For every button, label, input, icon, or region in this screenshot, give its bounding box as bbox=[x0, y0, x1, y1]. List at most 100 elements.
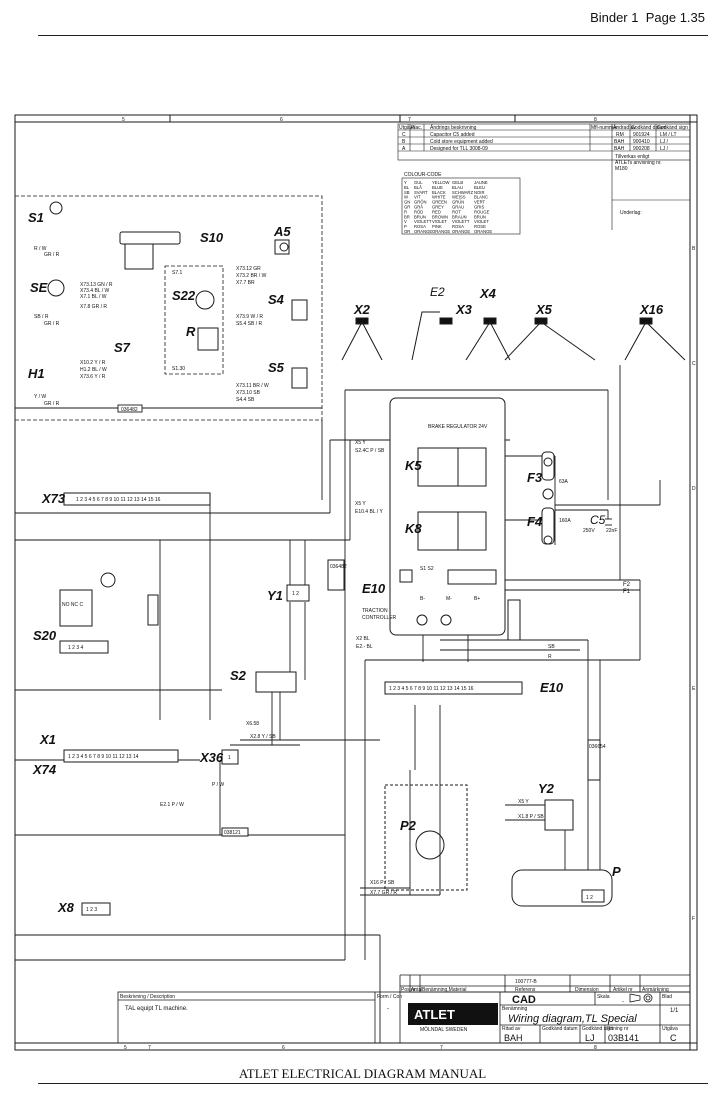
wire-label: X6.58 bbox=[246, 721, 259, 727]
wire-label: X5 Y bbox=[355, 440, 366, 446]
wire-label: E2.- BL bbox=[356, 644, 373, 650]
wire-label: X16 P / SB bbox=[370, 880, 395, 886]
tb-logo: ATLET bbox=[414, 1007, 455, 1022]
colour-code-cell: ORANGE bbox=[474, 229, 492, 234]
e10-term: B- bbox=[420, 596, 425, 602]
label-se: SE bbox=[30, 280, 48, 295]
tb-ritning: 03B141 bbox=[608, 1033, 639, 1043]
e10-connector-strip bbox=[384, 681, 523, 695]
traction-text: TRACTION bbox=[362, 608, 388, 614]
k5-coil bbox=[457, 447, 487, 487]
label-e10-strip: E10 bbox=[540, 680, 564, 695]
page-number: Page 1.35 bbox=[645, 10, 705, 25]
colour-code-cell: GN bbox=[404, 200, 410, 205]
label-k5: K5 bbox=[405, 458, 422, 473]
x74-pins: 1 2 3 4 5 6 7 8 9 10 11 12 13 14 bbox=[68, 754, 139, 760]
brake-regulator-text: BRAKE REGULATOR 24V bbox=[428, 424, 488, 430]
label-s4: S4 bbox=[268, 292, 285, 307]
row-label: F bbox=[692, 916, 695, 922]
wire-label: GR / R bbox=[44, 401, 60, 407]
tb-utgava: C bbox=[670, 1033, 677, 1043]
colour-code-cell: VIOLET bbox=[474, 219, 489, 224]
colour-code-cell: BRUN bbox=[414, 214, 426, 219]
colour-code-cell: GR bbox=[404, 205, 410, 210]
tb-blad: 1/1 bbox=[670, 1008, 679, 1014]
ref-036482: 036482 bbox=[121, 407, 138, 413]
colour-code-cell: BLUE bbox=[432, 185, 443, 190]
tb-godkand-sign-label: Godkänd sign bbox=[582, 1026, 613, 1032]
tb-ritad: BAH bbox=[504, 1033, 523, 1043]
label-k8: K8 bbox=[405, 521, 422, 536]
label-s5: S5 bbox=[268, 360, 285, 375]
label-x5: X5 bbox=[535, 302, 553, 317]
colour-code-cell: P bbox=[404, 224, 407, 229]
row-label: D bbox=[692, 486, 696, 492]
x73-pins: 1 2 3 4 5 6 7 8 9 10 11 12 13 14 15 16 bbox=[76, 497, 161, 503]
col-label: 5 bbox=[124, 1045, 127, 1051]
row-label: E bbox=[692, 686, 696, 692]
colour-code-cell: GRAU bbox=[452, 205, 464, 210]
colour-code-cell: ROSA bbox=[452, 224, 464, 229]
colour-code-cell: W bbox=[404, 195, 408, 200]
col-label: 7 bbox=[440, 1045, 443, 1051]
wire-label: GR / R bbox=[44, 252, 60, 258]
tb-form-label: Form / Con bbox=[377, 994, 402, 1000]
rev-note: M180 bbox=[615, 166, 628, 172]
k8-relay bbox=[417, 511, 459, 551]
tb-desc: TAL equipt TL machine. bbox=[125, 1006, 188, 1012]
x73-connector bbox=[63, 492, 211, 506]
colour-code-cell: NOIR bbox=[474, 190, 484, 195]
colour-code-cell: BROWN bbox=[432, 214, 448, 219]
s5-switch bbox=[291, 367, 308, 389]
revision-table bbox=[397, 123, 691, 230]
ref-038121: 038121 bbox=[224, 830, 241, 836]
dashed-enclosure bbox=[15, 195, 323, 421]
colour-code-cell: VIOLETT bbox=[414, 219, 432, 224]
col-label: 8 bbox=[594, 117, 597, 123]
wire-label: X73.2 BR / W bbox=[236, 273, 267, 279]
colour-code-cell: PINK bbox=[432, 224, 442, 229]
label-e2: E2 bbox=[430, 285, 445, 299]
colour-code-cell: BLAU bbox=[452, 185, 463, 190]
colour-code-cell: ROSA bbox=[414, 224, 426, 229]
drawing-frame bbox=[14, 114, 698, 1051]
label-s7: S7 bbox=[114, 340, 131, 355]
colour-code-cell: SB bbox=[404, 190, 410, 195]
tb-ref: Anmärkning bbox=[642, 987, 669, 993]
rev-header: Ändrad av bbox=[613, 124, 636, 131]
wire-label: F1 bbox=[623, 589, 631, 595]
wire-label: SB / R bbox=[34, 314, 49, 320]
ref-box-036482-b bbox=[147, 594, 159, 626]
colour-code-cell: V bbox=[404, 219, 407, 224]
colour-code-cell: ORANGE bbox=[452, 229, 470, 234]
label-f4: F4 bbox=[527, 514, 543, 529]
colour-code-cell: GRIS bbox=[474, 205, 484, 210]
wire-label: X7.7 BR bbox=[236, 280, 255, 286]
wire-label: GR / R bbox=[44, 321, 60, 327]
wire-label: S4.4 SB bbox=[236, 397, 255, 403]
x8-connector bbox=[81, 902, 111, 916]
colour-code-cell: ORANGE bbox=[432, 229, 450, 234]
tb-ref: Pos.nr bbox=[401, 987, 416, 993]
tb-ref: Benämning,Material bbox=[422, 987, 466, 993]
colour-code-cell: BLACK bbox=[432, 190, 446, 195]
wire-label: X7.1 BL / W bbox=[80, 294, 107, 300]
footer-rule bbox=[38, 1083, 708, 1084]
colour-code-cell: RÖD bbox=[414, 209, 423, 214]
label-a5: A5 bbox=[273, 224, 291, 239]
wire-label: F2 bbox=[623, 582, 631, 588]
wire-label: X5 Y bbox=[355, 501, 366, 507]
rev-sign: LJ / bbox=[660, 146, 669, 152]
wire-label: H1.2 BL / W bbox=[80, 367, 107, 373]
label-p: P bbox=[612, 864, 621, 879]
tb-ref: Antal bbox=[411, 987, 422, 993]
tb-ref: Artikel nr bbox=[613, 987, 633, 993]
title-block bbox=[117, 974, 691, 1044]
rev-by: BAH bbox=[614, 139, 625, 145]
header-rule bbox=[38, 35, 708, 36]
colour-code-cell: GREEN bbox=[432, 200, 447, 205]
colour-code-table bbox=[401, 177, 521, 235]
page-header: Binder 1 Page 1.35 bbox=[0, 10, 705, 25]
component-boxes bbox=[59, 231, 613, 916]
colour-code-cell: ROSE bbox=[474, 224, 486, 229]
